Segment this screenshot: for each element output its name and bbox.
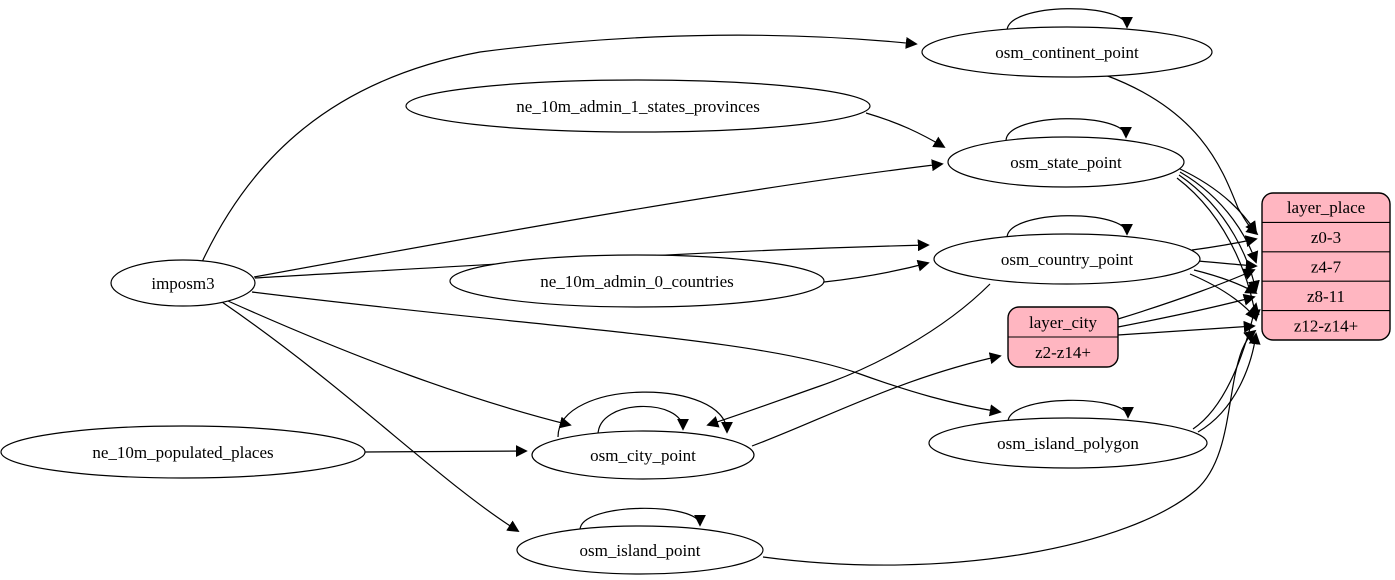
- node-imposm3: imposm3: [110, 259, 256, 307]
- edge-osm-state-point-to-layer-place-z0-3: [1177, 167, 1258, 234]
- edge-ne-10m-admin-1-states-provinces-to-osm-state-point: [865, 112, 946, 148]
- imposm3-label: imposm3: [151, 274, 214, 293]
- edge-osm-country-point-to-layer-place-z4-7: [1197, 259, 1258, 272]
- edge-ne-10m-admin-0-countries-to-osm-country-point: [823, 259, 930, 283]
- osm-island-point-ellipse: [516, 525, 764, 575]
- self-loop-osm-state-point: [1005, 118, 1132, 142]
- edge-osm-country-point-to-layer-place-z0-3: [1191, 235, 1258, 251]
- node-ne-10m-admin-1-states-provinces: ne_10m_admin_1_states_provinces: [405, 79, 871, 133]
- ne-10m-populated-places-ellipse: [0, 425, 366, 479]
- edge-osm-island-polygon-to-layer-place-z12-z14: [1197, 332, 1261, 433]
- osm-island-point-label: osm_island_point: [580, 541, 701, 560]
- layer-place-box: [1261, 192, 1391, 341]
- edge-imposm3-to-osm-state-point: [253, 159, 944, 278]
- layer-place-row-z4-7: z4-7: [1311, 258, 1342, 277]
- osm-country-point-ellipse: [933, 233, 1201, 285]
- edge-imposm3-to-osm-island-polygon: [251, 291, 1002, 417]
- osm-continent-point-label: osm_continent_point: [995, 43, 1139, 62]
- node-ne-10m-populated-places: ne_10m_populated_places: [0, 425, 366, 479]
- edge-osm-island-point-to-layer-place-z12-z14: [762, 329, 1257, 566]
- osm-continent-point-ellipse: [921, 26, 1213, 78]
- edge-osm-country-point-to-layer-place-z8-11: [1193, 269, 1258, 294]
- edge-imposm3-to-osm-city-point: [227, 300, 572, 429]
- osm-island-polygon-ellipse: [928, 417, 1208, 469]
- edge-osm-state-point-to-layer-place-z8-11: [1178, 174, 1260, 293]
- record-layer-city: layer_city z2-z14+: [1007, 306, 1119, 368]
- edge-layer-city-to-layer-place-z12-z14: [1117, 320, 1256, 336]
- layer-city-title: layer_city: [1029, 313, 1097, 332]
- node-osm-country-point: osm_country_point: [933, 233, 1201, 285]
- osm-country-point-label: osm_country_point: [1001, 250, 1133, 269]
- layer-place-row-z0-3: z0-3: [1311, 228, 1341, 247]
- edge-layer-city-to-layer-place-z8-11: [1117, 293, 1256, 328]
- edge-osm-state-point-to-layer-place-z4-7: [1179, 171, 1259, 264]
- layer-place-title: layer_place: [1287, 198, 1365, 217]
- layer-place-row-z12-z14: z12-z14+: [1294, 317, 1358, 336]
- edge-osm-island-polygon-to-layer-place-z8-11: [1192, 302, 1260, 430]
- node-osm-continent-point: osm_continent_point: [921, 26, 1213, 78]
- record-layer-place: layer_place z0-3 z4-7 z8-11 z12-z14+: [1261, 192, 1391, 341]
- osm-state-point-ellipse: [947, 136, 1185, 188]
- node-ne-10m-admin-0-countries: ne_10m_admin_0_countries: [449, 254, 825, 308]
- node-osm-city-point: osm_city_point: [531, 430, 755, 480]
- osm-city-point-label: osm_city_point: [590, 446, 696, 465]
- self-loop-osm-city-point-outer: [557, 391, 733, 438]
- layer-place-row-z8-11: z8-11: [1307, 287, 1345, 306]
- node-osm-island-point: osm_island_point: [516, 525, 764, 575]
- node-osm-state-point: osm_state_point: [947, 136, 1185, 188]
- edge-imposm3-to-osm-continent-point: [201, 34, 918, 263]
- layer-city-row-z2-z14: z2-z14+: [1035, 343, 1091, 362]
- edge-osm-country-point-to-layer-place-z12-z14: [1189, 273, 1258, 321]
- nodes-layer: imposm3 ne_10m_admin_1_states_provinces …: [0, 26, 1213, 575]
- ne-10m-admin-1-states-provinces-label: ne_10m_admin_1_states_provinces: [516, 97, 760, 116]
- self-loop-osm-city-point-inner: [597, 405, 689, 436]
- imposm3-ellipse: [110, 259, 256, 307]
- self-loop-osm-island-point: [579, 507, 706, 531]
- ne-10m-admin-0-countries-label: ne_10m_admin_0_countries: [540, 272, 734, 291]
- self-loop-osm-island-polygon: [1007, 399, 1134, 423]
- ne-10m-admin-1-states-provinces-ellipse: [405, 79, 871, 133]
- edge-layer-city-to-layer-place-z4-7: [1117, 268, 1256, 320]
- edges-layer: [201, 8, 1261, 566]
- node-osm-island-polygon: osm_island_polygon: [928, 417, 1208, 469]
- edge-ne-10m-populated-places-to-osm-city-point: [364, 445, 528, 458]
- edge-osm-country-point-to-osm-city-point: [706, 283, 991, 428]
- self-loop-osm-country-point: [1006, 215, 1133, 239]
- self-loop-osm-continent-point: [1006, 8, 1133, 32]
- edge-osm-city-point-to-layer-city-z2-z14: [751, 352, 1002, 447]
- osm-island-polygon-label: osm_island_polygon: [997, 434, 1139, 453]
- edge-imposm3-to-osm-island-point: [221, 301, 520, 532]
- ne-10m-admin-0-countries-ellipse: [449, 254, 825, 308]
- osm-city-point-ellipse: [531, 430, 755, 480]
- ne-10m-populated-places-label: ne_10m_populated_places: [92, 443, 273, 462]
- osm-state-point-label: osm_state_point: [1010, 153, 1122, 172]
